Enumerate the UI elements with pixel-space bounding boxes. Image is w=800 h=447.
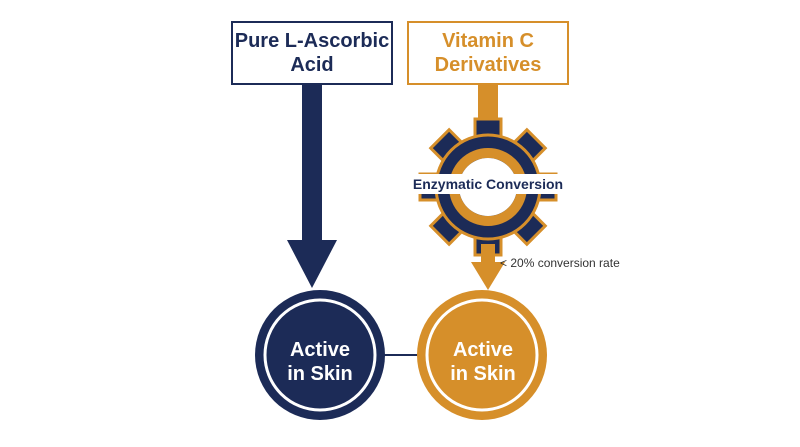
active-in-skin-left-label: Active in Skin	[287, 339, 353, 385]
enzymatic-conversion-label: Enzymatic Conversion	[403, 174, 573, 194]
pure-l-ascorbic-acid-box: Pure L-Ascorbic Acid	[231, 21, 393, 85]
orange-arrow	[471, 244, 505, 290]
vitamin-c-derivatives-label: Vitamin C Derivatives	[434, 30, 542, 76]
navy-arrow	[287, 85, 337, 288]
active-circle-navy	[255, 290, 385, 420]
pure-l-ascorbic-acid-label: Pure L-Ascorbic Acid	[234, 30, 390, 76]
vitamin-c-derivatives-box: Vitamin C Derivatives	[407, 21, 569, 85]
active-circle-orange	[417, 290, 547, 420]
conversion-rate-label: < 20% conversion rate	[500, 256, 620, 270]
active-in-skin-right-label: Active in Skin	[450, 339, 516, 385]
orange-stem	[478, 85, 498, 125]
